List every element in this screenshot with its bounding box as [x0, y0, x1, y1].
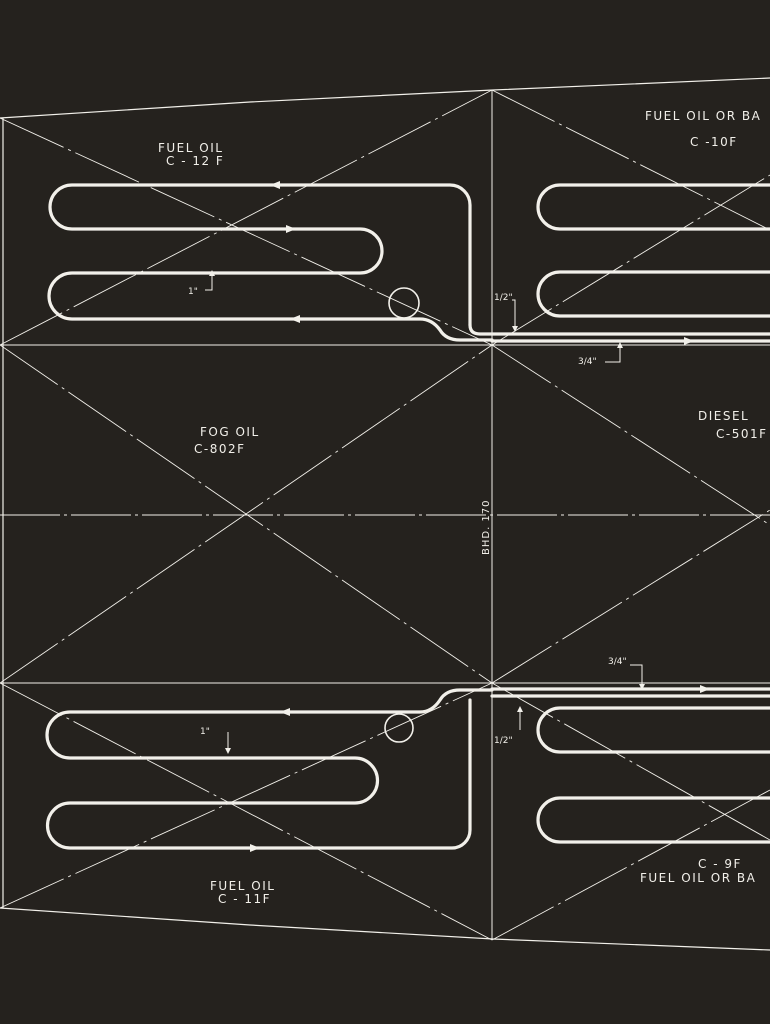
- leader-half-upper: [512, 299, 516, 328]
- flow-arrow: [700, 685, 710, 693]
- riser-c12f: [468, 323, 770, 336]
- coil-c10f-lower: [536, 270, 770, 318]
- tank-c802f-name: FOG OIL: [200, 425, 260, 439]
- tank-c12f-name: FUEL OIL: [158, 141, 224, 155]
- bulkhead-label: BHD. 170: [481, 499, 492, 555]
- tank-c10f-name: FUEL OIL OR BA: [645, 109, 762, 123]
- flow-arrow: [270, 181, 280, 189]
- leaders: [205, 276, 643, 750]
- tank-c9f-name: FUEL OIL OR BA: [640, 871, 757, 885]
- tank-diagonals: [0, 89, 770, 941]
- tank-c11f-code: C - 11F: [218, 892, 272, 906]
- pipe-size-lower-riser: 1/2": [494, 736, 513, 746]
- pipe-size-lower-coil: 1": [200, 727, 210, 737]
- pipe-size-upper-riser: 1/2": [494, 293, 513, 303]
- coil-c11f: [45, 688, 494, 850]
- leader-arrowheads: [209, 270, 645, 754]
- leader-3q-upper: [605, 345, 621, 363]
- suction-bell-upper: [388, 287, 420, 319]
- leader-3q-lower: [630, 664, 643, 686]
- lower-hull-line: [0, 907, 770, 951]
- flow-arrow: [286, 225, 296, 233]
- tank-c9f-code: C - 9F: [698, 857, 742, 871]
- coil-c12f: [47, 183, 494, 342]
- suction-bells: [384, 287, 420, 743]
- coil-c9f-upper: [536, 706, 770, 754]
- heating-coils: [45, 183, 770, 850]
- hull-outline: [0, 77, 770, 951]
- pipe-size-lower-main: 3/4": [608, 657, 627, 667]
- upper-hull-line: [0, 77, 770, 119]
- flow-arrow: [280, 708, 290, 716]
- tank-c10f-code: C -10F: [690, 135, 738, 149]
- coil-c9f-lower: [536, 796, 770, 844]
- flow-arrow: [684, 337, 694, 345]
- tank-c501f-code: C-501F: [716, 427, 768, 441]
- coil-c10f-upper: [536, 183, 770, 231]
- pipe-size-upper-coil: 1": [188, 287, 198, 297]
- suction-bell-lower: [384, 713, 414, 743]
- tank-c501f-name: DIESEL: [698, 409, 750, 423]
- flow-arrows: [250, 181, 710, 852]
- grid-lines: [0, 90, 770, 940]
- pipe-size-upper-main: 3/4": [578, 357, 597, 367]
- tank-c12f-code: C - 12 F: [166, 154, 225, 168]
- tank-c11f-name: FUEL OIL: [210, 879, 276, 893]
- flow-arrow: [250, 844, 260, 852]
- tank-c802f-code: C-802F: [194, 442, 246, 456]
- flow-arrow: [290, 315, 300, 323]
- leader-1in-upper: [205, 276, 213, 291]
